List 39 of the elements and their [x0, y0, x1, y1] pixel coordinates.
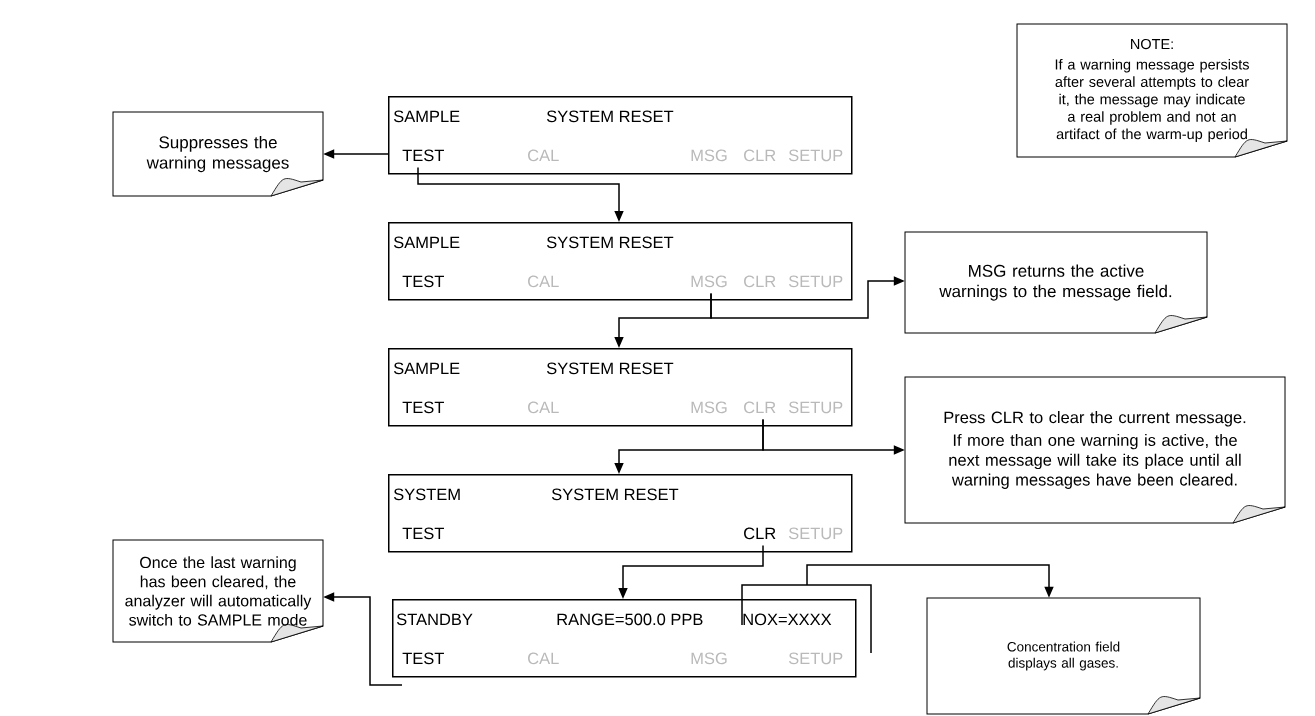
status-text: STANDBY — [396, 613, 473, 626]
softkey-label: CLR — [744, 275, 776, 288]
status-text: SAMPLE — [393, 110, 460, 123]
status-text: SAMPLE — [393, 236, 460, 249]
softkey-label: TEST — [402, 652, 444, 665]
status-text: RANGE=500.0 PPB — [557, 613, 703, 626]
status-text: SYSTEM RESET — [551, 488, 679, 501]
softkey-label: CAL — [528, 149, 559, 162]
note-callout: Concentration field displays all gases. — [926, 597, 1201, 715]
softkey-label: MSG — [691, 652, 727, 665]
note-callout: Once the last warning has been cleared, the analyzer will automatically switch to SAMPLE mode — [112, 539, 324, 643]
softkey-label: MSG — [691, 401, 727, 414]
status-text: SYSTEM RESET — [546, 362, 674, 375]
softkey-label: CAL — [528, 652, 559, 665]
note-callout: Suppresses the warning messages — [112, 111, 324, 197]
softkey-label: CLR — [744, 149, 776, 162]
softkey-label: TEST — [402, 527, 444, 540]
softkey-label: SETUP — [788, 149, 843, 162]
note-callout: NOTE: If a warning message persists after several attempts to clear it, the message may indicate a real problem and not an artifact of the warm-up period — [1016, 23, 1288, 158]
note-callout: MSG returns the active warnings to the message field. — [904, 231, 1208, 334]
softkey-label: CLR — [744, 401, 776, 414]
softkey-label: MSG — [691, 275, 727, 288]
note-callout: Press CLR to clear the current message. If more than one warning is active, the next message will take its place until all warning messages have been cleared. — [904, 376, 1286, 524]
softkey-label: MSG — [691, 149, 727, 162]
status-text: SAMPLE — [393, 362, 460, 375]
softkey-label: CAL — [528, 275, 559, 288]
softkey-label: SETUP — [788, 527, 843, 540]
softkey-label: TEST — [402, 149, 444, 162]
status-text: SYSTEM RESET — [546, 236, 674, 249]
softkey-label: CAL — [528, 401, 559, 414]
softkey-label: CLR — [744, 527, 776, 540]
softkey-label: SETUP — [788, 401, 843, 414]
status-text: SYSTEM — [393, 488, 460, 501]
softkey-label: TEST — [402, 275, 444, 288]
status-text: NOX=XXXX — [743, 613, 832, 626]
softkey-label: TEST — [402, 401, 444, 414]
softkey-label: SETUP — [788, 652, 843, 665]
softkey-label: SETUP — [788, 275, 843, 288]
status-text: SYSTEM RESET — [546, 110, 674, 123]
